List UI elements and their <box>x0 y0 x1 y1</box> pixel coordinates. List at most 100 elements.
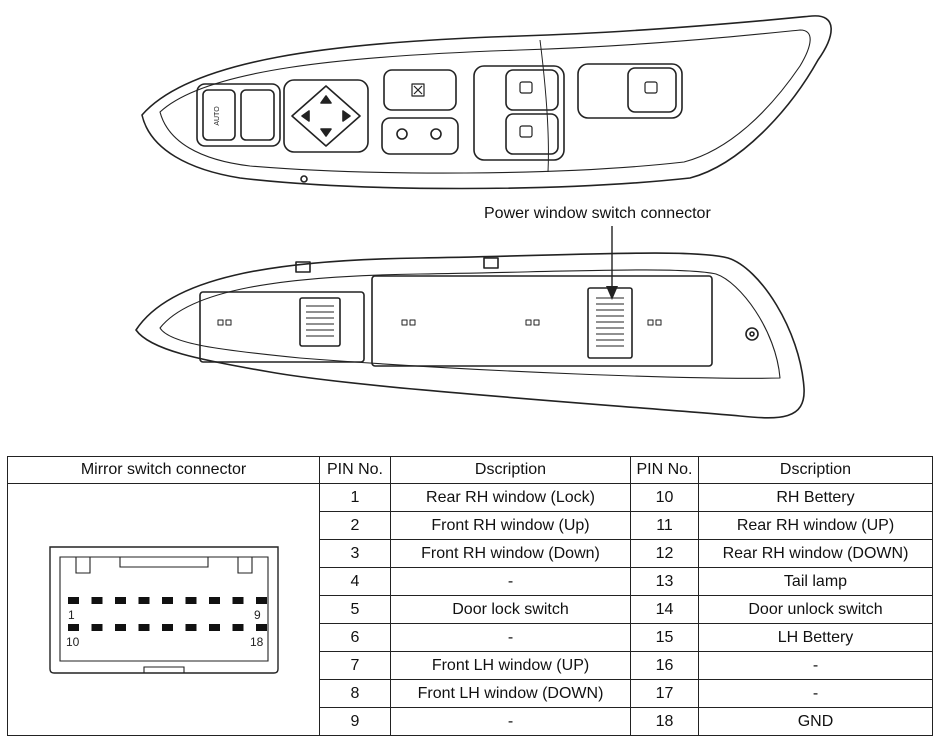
connector-key-tab <box>142 665 185 673</box>
pin-description: Front LH window (DOWN) <box>390 679 631 708</box>
connector-pin-terminal <box>161 596 173 604</box>
pin-description: - <box>698 679 933 708</box>
mirror-arrow-left-icon <box>301 110 310 122</box>
connector-callout-arrow <box>606 226 618 300</box>
table-row: 9 - 18 GND <box>8 707 933 736</box>
mirror-control-pad <box>291 85 361 147</box>
mirror-connector-pins <box>306 305 334 337</box>
switch-panel-top-view: AUTO <box>141 15 832 190</box>
connector-pin-terminal <box>161 623 173 631</box>
connector-inner-frame <box>58 555 269 662</box>
pin-description: Rear RH window (UP) <box>698 511 933 540</box>
pin-description: Front RH window (Up) <box>390 511 631 540</box>
main-switch-module <box>371 275 713 367</box>
top-clip <box>295 261 311 273</box>
mirror-switch-module <box>199 291 365 363</box>
connector-pin-terminal <box>255 596 267 604</box>
pin-description: - <box>390 567 631 596</box>
connector-pin-terminal <box>185 623 196 631</box>
mirror-select-button <box>381 117 459 155</box>
pin-number: 3 <box>319 539 391 568</box>
pin-row-top <box>67 596 267 604</box>
switch-assembly-drawing: AUTO <box>135 15 832 419</box>
pin-number: 5 <box>319 595 391 624</box>
pin-number: 17 <box>630 679 699 708</box>
switch-panel-bottom-view <box>135 252 805 419</box>
table-row: 3 Front RH window (Down) 12 Rear RH wind… <box>8 539 933 568</box>
panel-outline <box>141 15 832 190</box>
pin-number: 14 <box>630 595 699 624</box>
header-description-right: Dscription <box>698 456 933 484</box>
pin-description: Door lock switch <box>390 595 631 624</box>
pin-number: 11 <box>630 511 699 540</box>
pin-row-bottom <box>67 623 267 631</box>
panel-ridge <box>539 39 549 173</box>
window-icon-passenger <box>644 81 658 94</box>
center-clip <box>483 257 499 269</box>
pin-number: 2 <box>319 511 391 540</box>
pin-description: - <box>390 707 631 736</box>
connector-pin-terminal <box>138 596 149 604</box>
pin-number: 13 <box>630 567 699 596</box>
table-row: 2 Front RH window (Up) 11 Rear RH window… <box>8 511 933 540</box>
window-lock-button <box>383 69 457 111</box>
connector-pin-terminal <box>185 596 196 604</box>
pin-description: LH Bettery <box>698 623 933 652</box>
power-window-switch-connector <box>587 287 633 359</box>
underside-inner-wall <box>159 269 781 379</box>
connector-pin-terminal <box>91 623 102 631</box>
connector-pin-terminal <box>67 596 79 604</box>
pin-label-9: 9 <box>254 608 261 622</box>
passenger-switch-housing <box>577 63 683 119</box>
pin-label-1: 1 <box>68 608 75 622</box>
connector-pin-terminal <box>114 623 126 631</box>
table-row: 8 Front LH window (DOWN) 17 - <box>8 679 933 708</box>
pin-number: 6 <box>319 623 391 652</box>
pin-description: Tail lamp <box>698 567 933 596</box>
window-switch-block <box>196 83 281 147</box>
table-row: 4 - 13 Tail lamp <box>8 567 933 596</box>
connector-pin-terminal <box>232 623 243 631</box>
mounting-hole-inner <box>749 331 755 337</box>
pin-number: 12 <box>630 539 699 568</box>
underside-outline <box>135 252 805 419</box>
pin-description: - <box>390 623 631 652</box>
header-mirror-connector: Mirror switch connector <box>7 456 320 484</box>
connector-pin-terminal <box>232 596 243 604</box>
rear-window-switch-lower <box>505 113 559 155</box>
pin-description: RH Bettery <box>698 483 933 512</box>
window-lock-icon <box>411 83 425 97</box>
pin-description: Rear RH window (DOWN) <box>698 539 933 568</box>
window-switch-passenger <box>240 89 275 141</box>
connector-pin-terminal <box>67 623 79 631</box>
window-icon-upper <box>519 81 533 94</box>
mounting-hole <box>745 327 759 341</box>
mirror-connector-cell: 1 9 10 18 <box>7 483 320 736</box>
connector-housing <box>48 545 279 674</box>
table-row: 1 9 10 18 1 Rear RH window (Lock) 10 RH … <box>7 483 933 736</box>
auto-label: AUTO <box>214 106 221 126</box>
pin-number: 4 <box>319 567 391 596</box>
header-pin-no-right: PIN No. <box>630 456 699 484</box>
power-window-connector-pins <box>596 297 624 347</box>
pin-number: 1 <box>319 483 391 512</box>
pin-number: 16 <box>630 651 699 680</box>
pin-label-18: 18 <box>250 635 264 649</box>
pin-number: 9 <box>319 707 391 736</box>
pin-number: 10 <box>630 483 699 512</box>
panel-inner-rim <box>159 29 811 174</box>
mirror-arrow-right-icon <box>342 110 351 122</box>
pin-description: Front LH window (UP) <box>390 651 631 680</box>
mirror-right-icon <box>430 128 442 140</box>
pin-description: Front RH window (Down) <box>390 539 631 568</box>
rear-switch-housing <box>473 65 565 161</box>
pin-label-10: 10 <box>66 635 80 649</box>
connector-latches <box>74 556 253 574</box>
pin-table: Mirror switch connector PIN No. Dscripti… <box>7 456 933 736</box>
mount-tab <box>300 175 308 183</box>
pin-number: 18 <box>630 707 699 736</box>
mirror-connector-diagram: 1 9 10 18 <box>48 545 279 674</box>
mirror-switch-connector <box>299 297 341 347</box>
connector-pin-terminal <box>91 596 102 604</box>
table-row: 5 Door lock switch 14 Door unlock switch <box>8 595 933 624</box>
